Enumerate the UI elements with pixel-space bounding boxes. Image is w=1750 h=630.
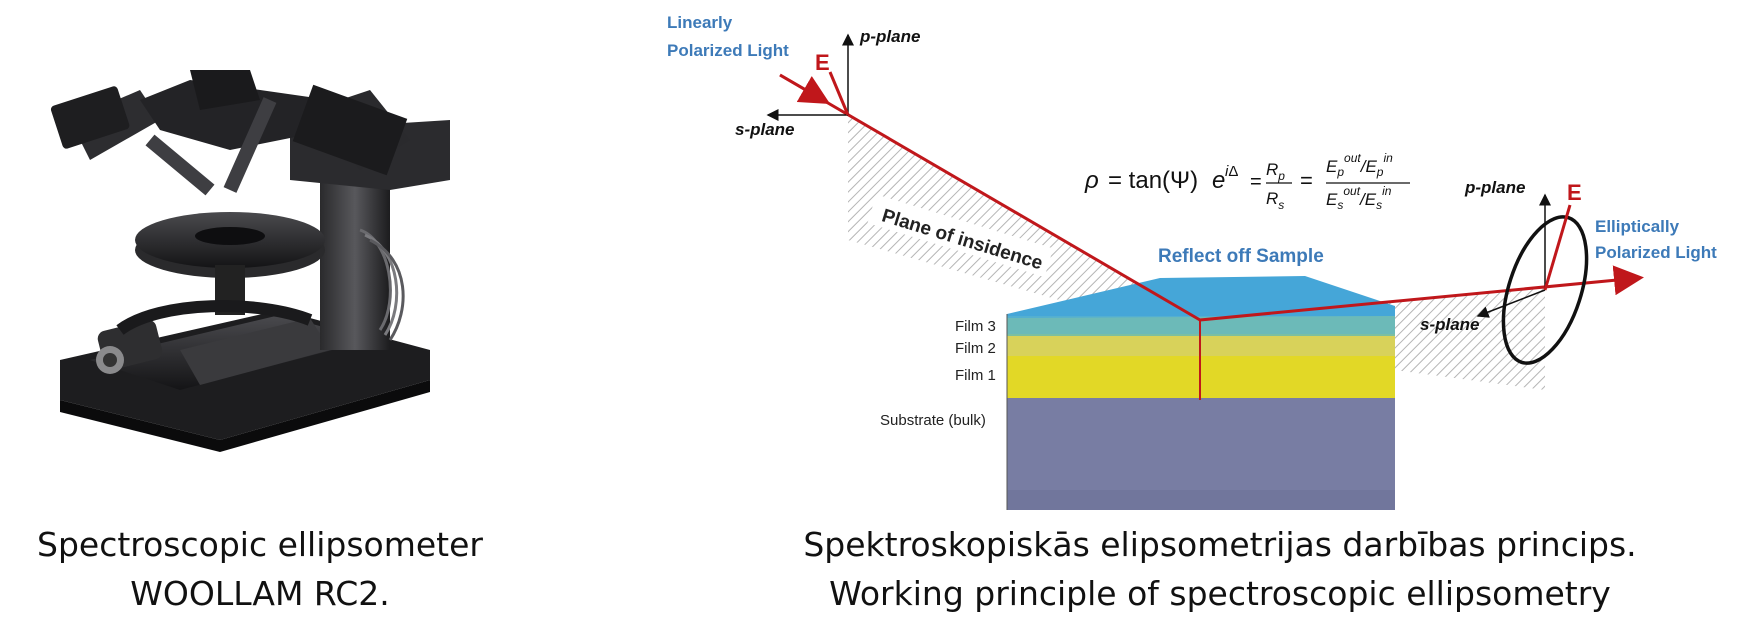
outgoing-s-plane-label: s-plane (1420, 315, 1480, 334)
svg-text:= tan(Ψ): = tan(Ψ) (1108, 167, 1198, 194)
film1-label: Film 1 (955, 367, 996, 384)
outgoing-e-label: E (1567, 180, 1582, 205)
ellipsometry-equation: ρ = tan(Ψ) e iΔ = Rp Rs = Epout/Epin Eso… (1084, 151, 1410, 212)
svg-text:Epout/Epin: Epout/Epin (1326, 151, 1393, 179)
outgoing-light-label-line1: Elliptically (1595, 217, 1680, 236)
svg-text:=: = (1250, 171, 1262, 193)
incident-e-label: E (815, 50, 830, 75)
svg-text:e: e (1212, 167, 1225, 194)
svg-text:Esout/Esin: Esout/Esin (1326, 184, 1392, 212)
svg-text:=: = (1300, 168, 1313, 193)
outgoing-e-vector (1543, 204, 1572, 291)
incident-s-plane-label: s-plane (735, 120, 795, 139)
outgoing-light-label-line2: Polarized Light (1595, 243, 1717, 262)
ellipsometer-photo (50, 70, 450, 452)
svg-text:iΔ: iΔ (1225, 163, 1238, 180)
plane-of-incidence-left (848, 115, 1200, 340)
substrate-label: Substrate (bulk) (880, 412, 986, 429)
right-caption-line2: Working principle of spectroscopic ellip… (829, 574, 1611, 613)
left-caption-line1: Spectroscopic ellipsometer (37, 525, 483, 564)
right-caption-line1: Spektroskopiskās elipsometrijas darbības… (803, 525, 1637, 564)
sample-top-surface (1007, 276, 1395, 318)
incident-beam (779, 73, 1201, 322)
left-caption-line2: WOOLLAM RC2. (130, 574, 390, 613)
left-caption: Spectroscopic ellipsometer WOOLLAM RC2. (0, 520, 520, 618)
svg-text:Rp: Rp (1266, 160, 1285, 183)
reflected-beam (1199, 265, 1644, 322)
svg-text:ρ: ρ (1084, 167, 1099, 194)
incoming-light-label-line1: Linearly (667, 13, 733, 32)
incident-p-plane-label: p-plane (859, 27, 920, 46)
incoming-light-label-line2: Polarized Light (667, 41, 789, 60)
outgoing-p-plane-label: p-plane (1464, 178, 1525, 197)
right-caption: Spektroskopiskās elipsometrijas darbības… (760, 520, 1680, 618)
polarization-ellipse (1501, 215, 1589, 365)
reflect-label: Reflect off Sample (1158, 246, 1324, 267)
film2-label: Film 2 (955, 340, 996, 357)
incident-e-vector (828, 71, 850, 116)
ellipsometry-diagram: Plane of insidence E p-plane s-plane Lin… (667, 13, 1717, 510)
film3-label: Film 3 (955, 318, 996, 335)
svg-text:Rs: Rs (1266, 189, 1284, 212)
